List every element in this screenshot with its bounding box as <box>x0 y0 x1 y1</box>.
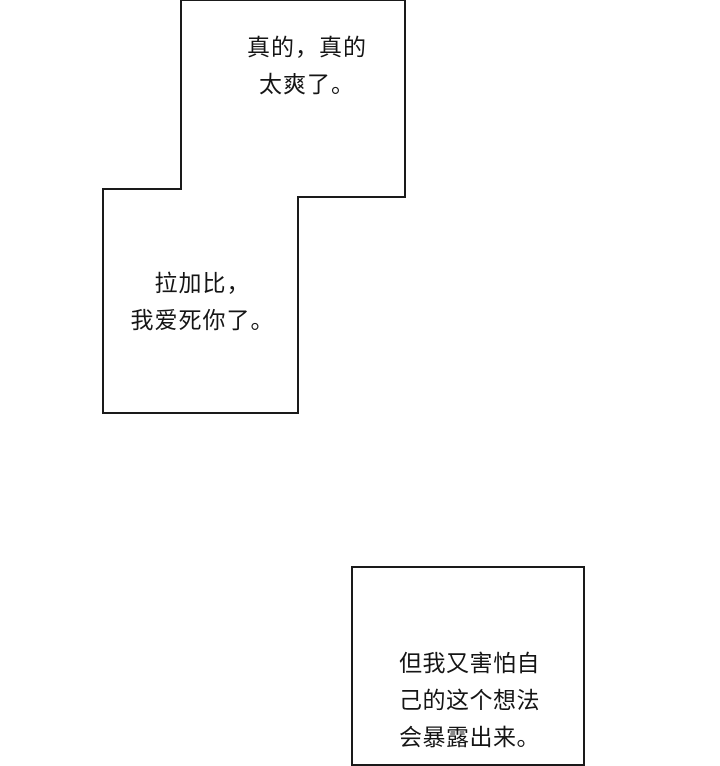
caption-2-line-1: 拉加比， <box>154 271 251 297</box>
caption-box-2: 拉加比， 我爱死你了。 <box>120 266 285 340</box>
comic-page: 真的，真的 太爽了。 拉加比， 我爱死你了。 但我又害怕自 己的这个想法 会暴露… <box>102 0 585 766</box>
caption-box-3: 但我又害怕自 己的这个想法 会暴露出来。 <box>372 646 567 757</box>
caption-box-1: 真的，真的 太爽了。 <box>232 30 382 104</box>
caption-panel-3 <box>351 566 585 766</box>
caption-3-line-3: 会暴露出来。 <box>399 725 540 751</box>
caption-1-line-1: 真的，真的 <box>247 35 367 61</box>
caption-2-line-2: 我爱死你了。 <box>130 308 275 334</box>
caption-3-line-2: 己的这个想法 <box>399 688 540 714</box>
caption-1-line-2: 太爽了。 <box>259 72 355 98</box>
caption-3-line-1: 但我又害怕自 <box>399 651 540 677</box>
stepped-caption-frame <box>102 0 406 414</box>
